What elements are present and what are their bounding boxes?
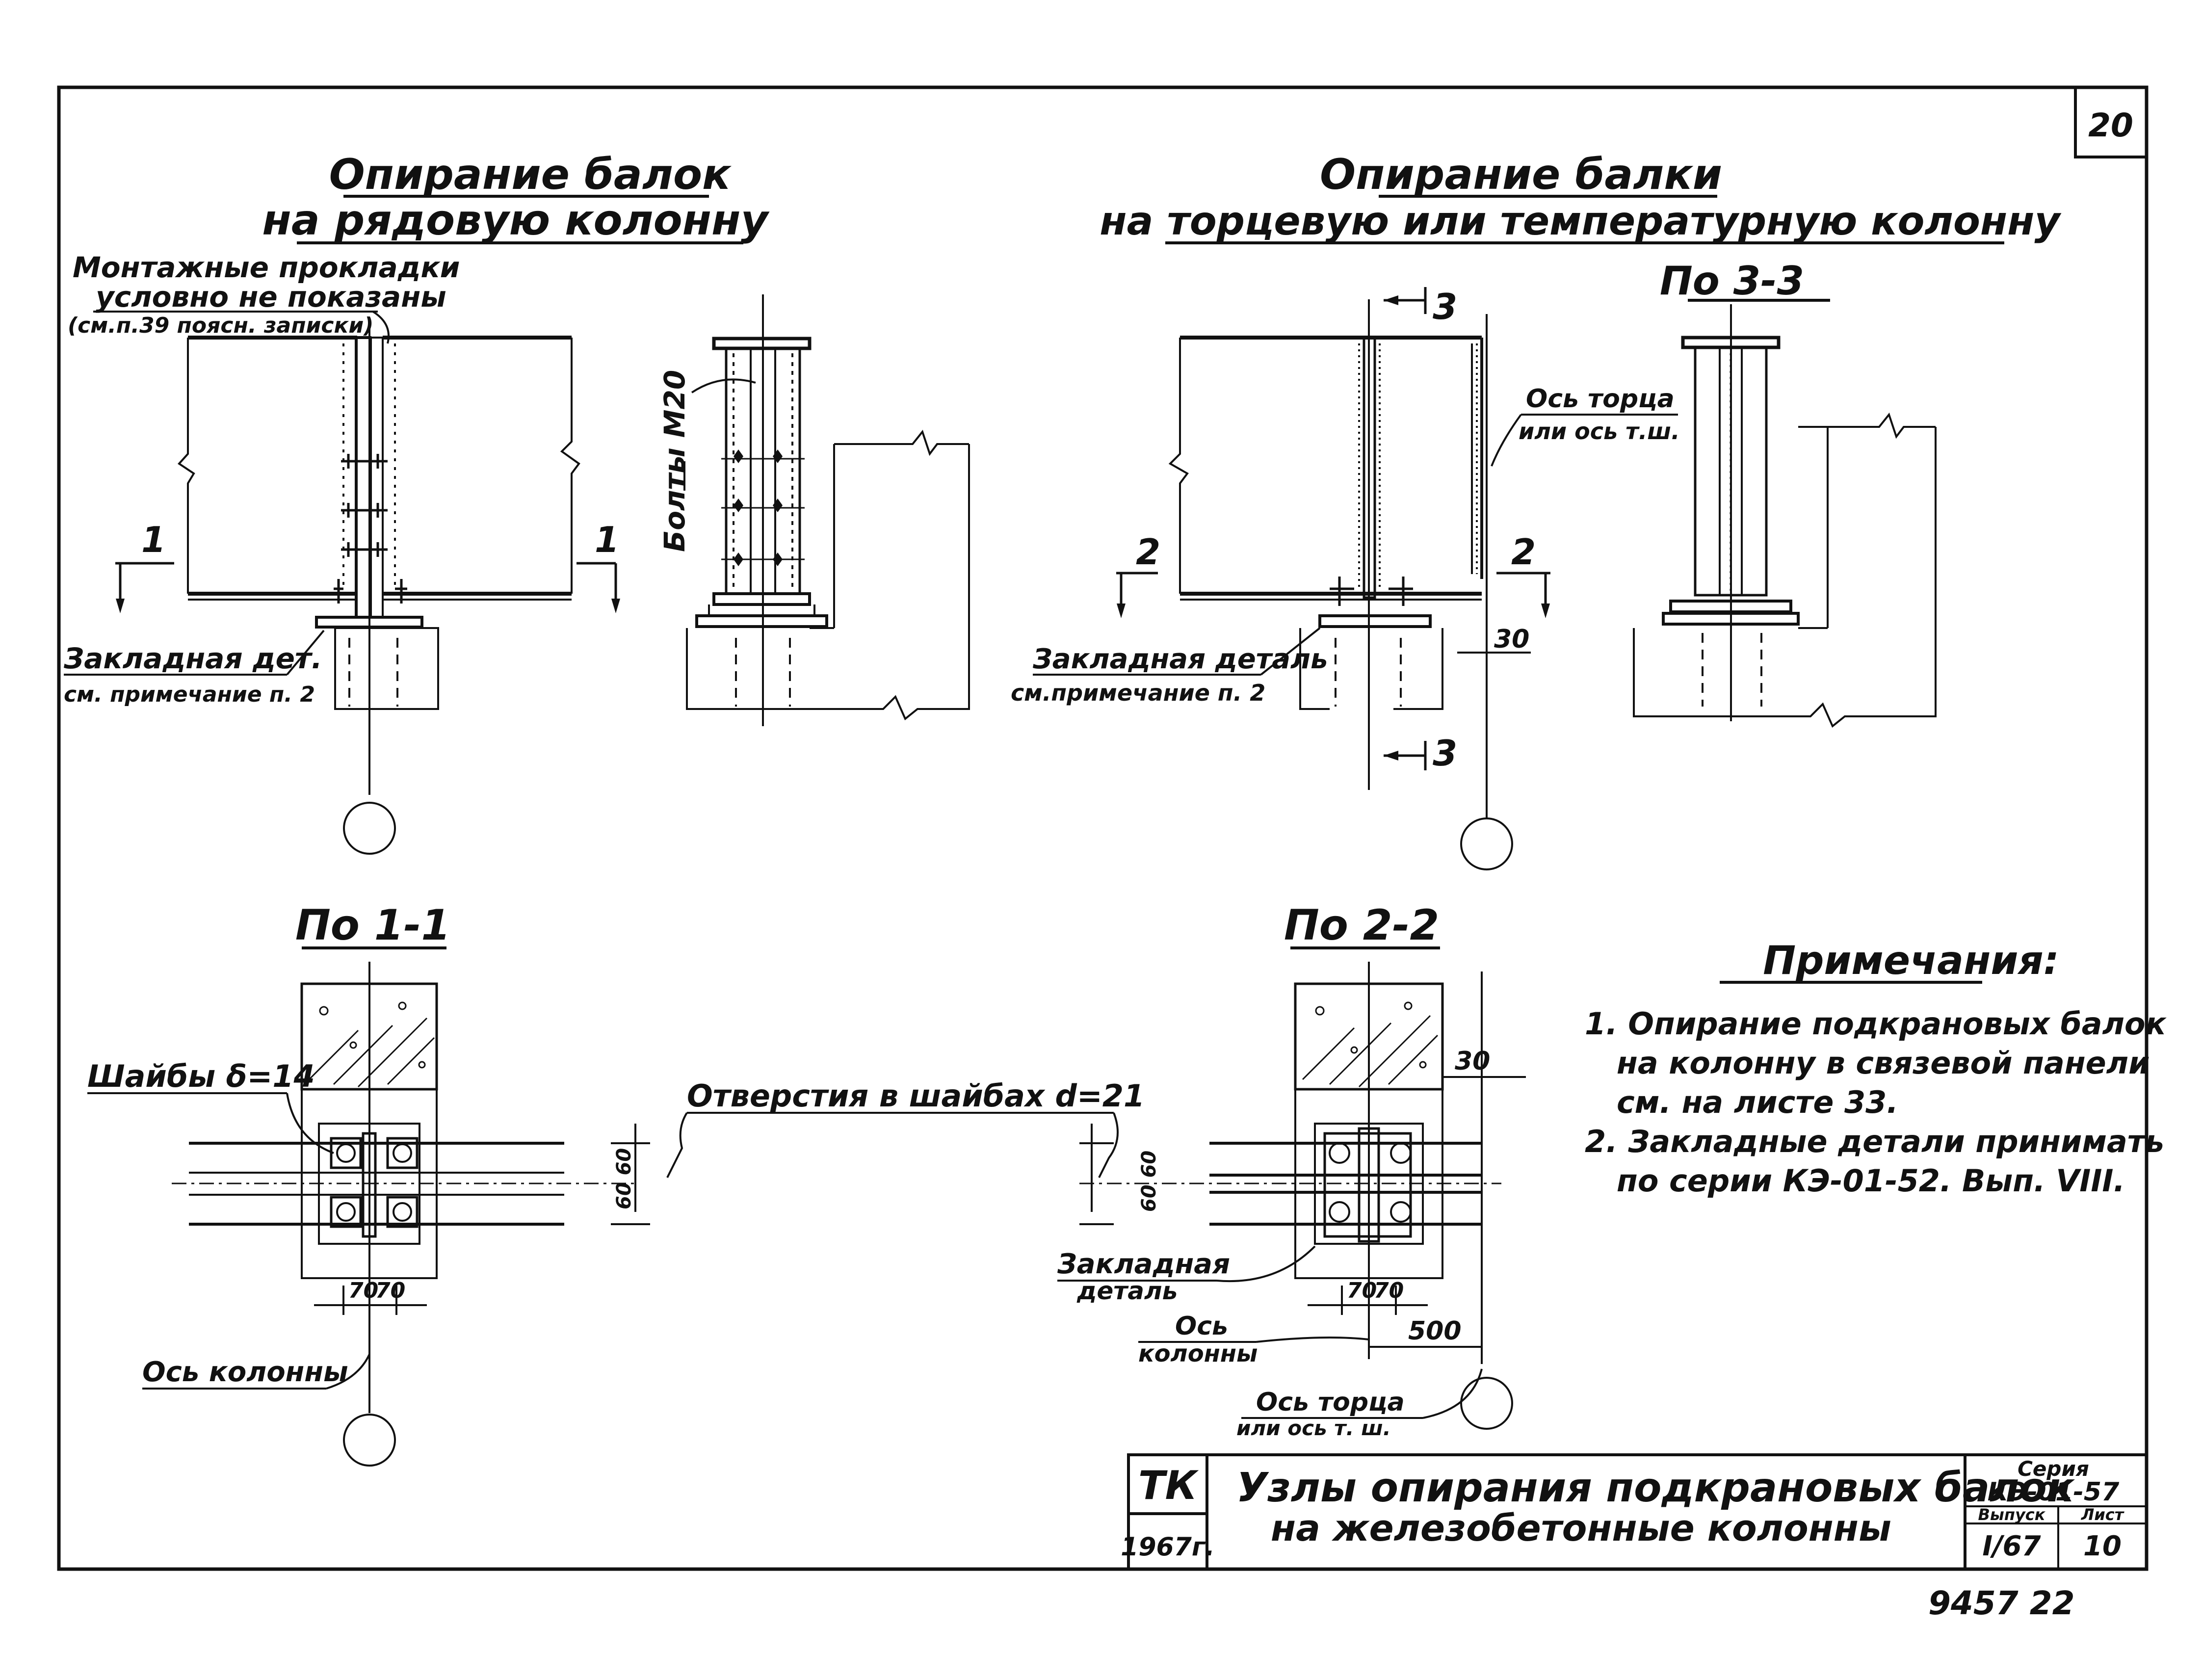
- sheet-frame: [57, 85, 2149, 1571]
- note-1-line1: 1. Опирание подкрановых балок: [1585, 1006, 2167, 1042]
- left-note-line3: (см.п.39 поясн. записки): [68, 313, 373, 338]
- left-title-line2: на рядовую колонну: [262, 196, 770, 245]
- right-embed-label-line1: Закладная деталь: [1032, 643, 1328, 675]
- section-1-1-dim-vertical: 60 60: [613, 1148, 635, 1209]
- section-2-2-embed-line2: деталь: [1076, 1277, 1178, 1305]
- section-2-2-dim-70a: 70: [1347, 1278, 1377, 1303]
- section-1-1-dim-70a: 70: [348, 1278, 378, 1303]
- section-2-2-dim-70b: 70: [1374, 1278, 1404, 1303]
- bolts-label: Болты М20: [658, 370, 691, 552]
- end-axis-bubble: [1460, 817, 1513, 870]
- title-block-year: 1967г.: [1121, 1532, 1215, 1562]
- section-2-2-axis-end-line2: или ось т. ш.: [1236, 1416, 1391, 1440]
- left-side-view: Болты М20: [658, 294, 970, 726]
- left-section-mark-a: 1: [141, 519, 166, 560]
- title-block-issue-value: I/67: [1982, 1530, 2041, 1562]
- footer-code: 9457 22: [1928, 1584, 2075, 1622]
- note-1-line3: см. на листе 33.: [1617, 1084, 1898, 1120]
- note-2-line1: 2. Закладные детали принимать: [1585, 1124, 2164, 1159]
- right-section2-right: 2: [1511, 531, 1536, 573]
- notes-heading: Примечания:: [1763, 938, 2059, 983]
- left-note-line1: Монтажные прокладки: [73, 251, 460, 284]
- left-note-line2: условно не показаны: [96, 280, 446, 314]
- end-axis-bubble-section: [1460, 1377, 1513, 1430]
- title-block-title-line2: на железобетонные колонны: [1271, 1507, 1891, 1549]
- right-axis-label-line1: Ось торца: [1526, 384, 1675, 414]
- right-elevation: Опирание балки на торцевую или температу…: [1011, 150, 2062, 870]
- notes-block: Примечания: 1. Опирание подкрановых бало…: [1585, 938, 2167, 1199]
- title-block-org: ТК: [1138, 1463, 1199, 1508]
- right-embed-label-line2: см.примечание п. 2: [1011, 680, 1265, 706]
- section-3-3: По 3-3: [1633, 258, 1937, 728]
- title-block-sheet-label: Лист: [2081, 1505, 2125, 1524]
- left-embed-label-line1: Закладная дет.: [63, 642, 322, 675]
- section-1-1-title: По 1-1: [295, 901, 450, 950]
- washers-label: Шайбы δ=14: [87, 1058, 315, 1094]
- right-section3-top: 3: [1433, 286, 1457, 327]
- right-section3-bottom: 3: [1433, 733, 1457, 774]
- title-block-issue-label: Выпуск: [1978, 1505, 2046, 1524]
- section-2-2-dim-30: 30: [1455, 1047, 1490, 1076]
- note-2-line2: по серии КЭ-01-52. Вып. VIII.: [1617, 1163, 2125, 1199]
- section-1-1-dim-70b: 70: [375, 1278, 405, 1303]
- sheet-number: 20: [2088, 106, 2133, 144]
- section-3-3-title: По 3-3: [1660, 258, 1804, 304]
- right-dim-30: 30: [1494, 625, 1529, 654]
- left-title-line1: Опирание балок: [329, 150, 732, 199]
- left-section-mark-b: 1: [595, 519, 619, 560]
- column-axis-label: Ось колонны: [142, 1356, 348, 1388]
- right-section2-left: 2: [1136, 531, 1160, 573]
- section-2-2-dim-500: 500: [1408, 1316, 1462, 1346]
- holes-label: Отверстия в шайбах d=21: [687, 1078, 1145, 1114]
- left-embed-label-line2: см. примечание п. 2: [64, 682, 315, 707]
- section-2-2: По 2-2 30 60 60 Закладная деталь: [1057, 901, 1526, 1440]
- right-title-line1: Опирание балки: [1320, 150, 1722, 199]
- section-2-2-embed-line1: Закладная: [1057, 1248, 1230, 1280]
- title-block-series-value: КЭ-01-57: [1988, 1477, 2120, 1507]
- section-1-1: По 1-1 Шайбы δ=14 Отверстия в шайбах d=2…: [87, 901, 1145, 1467]
- title-block-sheet-value: 10: [2083, 1530, 2122, 1562]
- title-block-series-label: Серия: [2018, 1457, 2089, 1481]
- column-axis-bubble-section: [343, 1414, 396, 1467]
- note-1-line2: на колонну в связевой панели: [1617, 1045, 2150, 1081]
- left-elevation: Опирание балок на рядовую колонну Монтаж…: [63, 150, 770, 855]
- right-axis-label-line2: или ось т.ш.: [1519, 418, 1680, 445]
- section-2-2-dim-vertical: 60 60: [1138, 1151, 1160, 1212]
- section-2-2-title: По 2-2: [1284, 901, 1439, 950]
- section-2-2-axis-col-line1: Ось: [1175, 1312, 1228, 1341]
- title-block-title-line1: Узлы опирания подкрановых балок: [1236, 1465, 2075, 1511]
- section-2-2-axis-col-line2: колонны: [1138, 1340, 1258, 1367]
- sheet-number-box: [2074, 86, 2148, 158]
- column-axis-bubble-left: [343, 802, 396, 855]
- section-2-2-axis-end-line1: Ось торца: [1256, 1388, 1405, 1417]
- right-title-line2: на торцевую или температурную колонну: [1100, 198, 2061, 244]
- title-block: ТК 1967г. Узлы опирания подкрановых бало…: [1121, 1453, 2148, 1571]
